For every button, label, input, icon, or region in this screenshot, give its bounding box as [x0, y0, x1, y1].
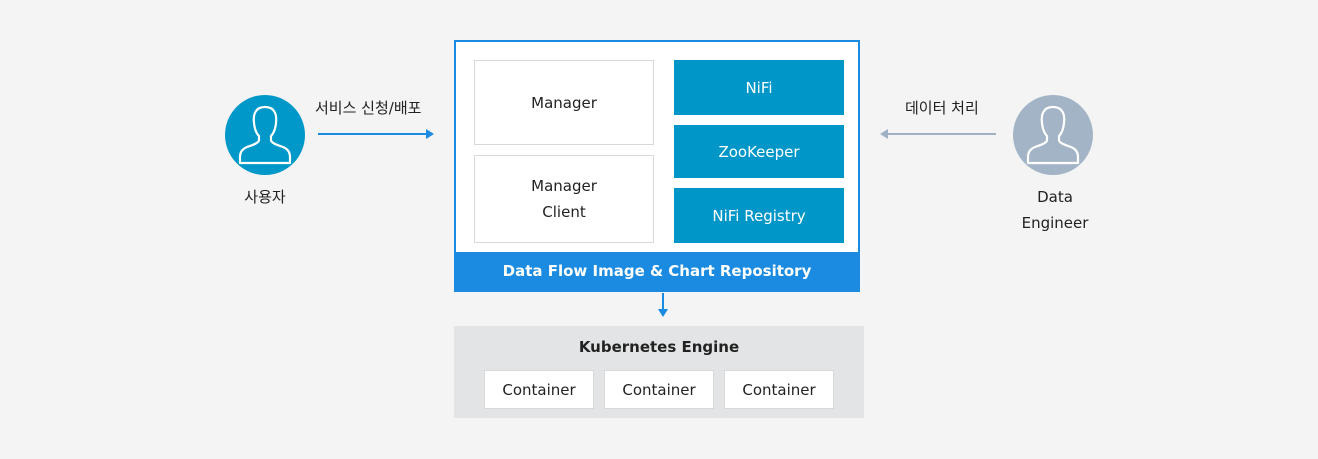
repository-bar: Data Flow Image & Chart Repository [456, 252, 858, 290]
right-arrow-icon [318, 129, 434, 139]
nifi-box: NiFi [674, 60, 844, 115]
container-box: Container [484, 370, 594, 409]
left-arrow-label: 서비스 신청/배포 [315, 99, 422, 117]
repository-frame: Manager Manager Client NiFi ZooKeeper Ni… [454, 40, 860, 292]
right-arrow-label: 데이터 처리 [905, 99, 979, 117]
nifi-registry-box: NiFi Registry [674, 188, 844, 243]
user-label: 사용자 [244, 188, 286, 206]
container-box: Container [604, 370, 714, 409]
engineer-avatar [1013, 95, 1093, 175]
engineer-label: Data Engineer [1021, 188, 1089, 232]
person-icon [238, 105, 292, 165]
left-arrow-icon [880, 129, 996, 139]
manager-box: Manager [474, 60, 654, 145]
kubernetes-engine: Kubernetes Engine Container Container Co… [454, 326, 864, 418]
zookeeper-box: ZooKeeper [674, 125, 844, 178]
down-arrow-icon [658, 293, 668, 317]
user-avatar [225, 95, 305, 175]
manager-client-box: Manager Client [474, 155, 654, 243]
container-box: Container [724, 370, 834, 409]
kubernetes-title: Kubernetes Engine [578, 338, 740, 356]
person-icon [1026, 105, 1080, 165]
